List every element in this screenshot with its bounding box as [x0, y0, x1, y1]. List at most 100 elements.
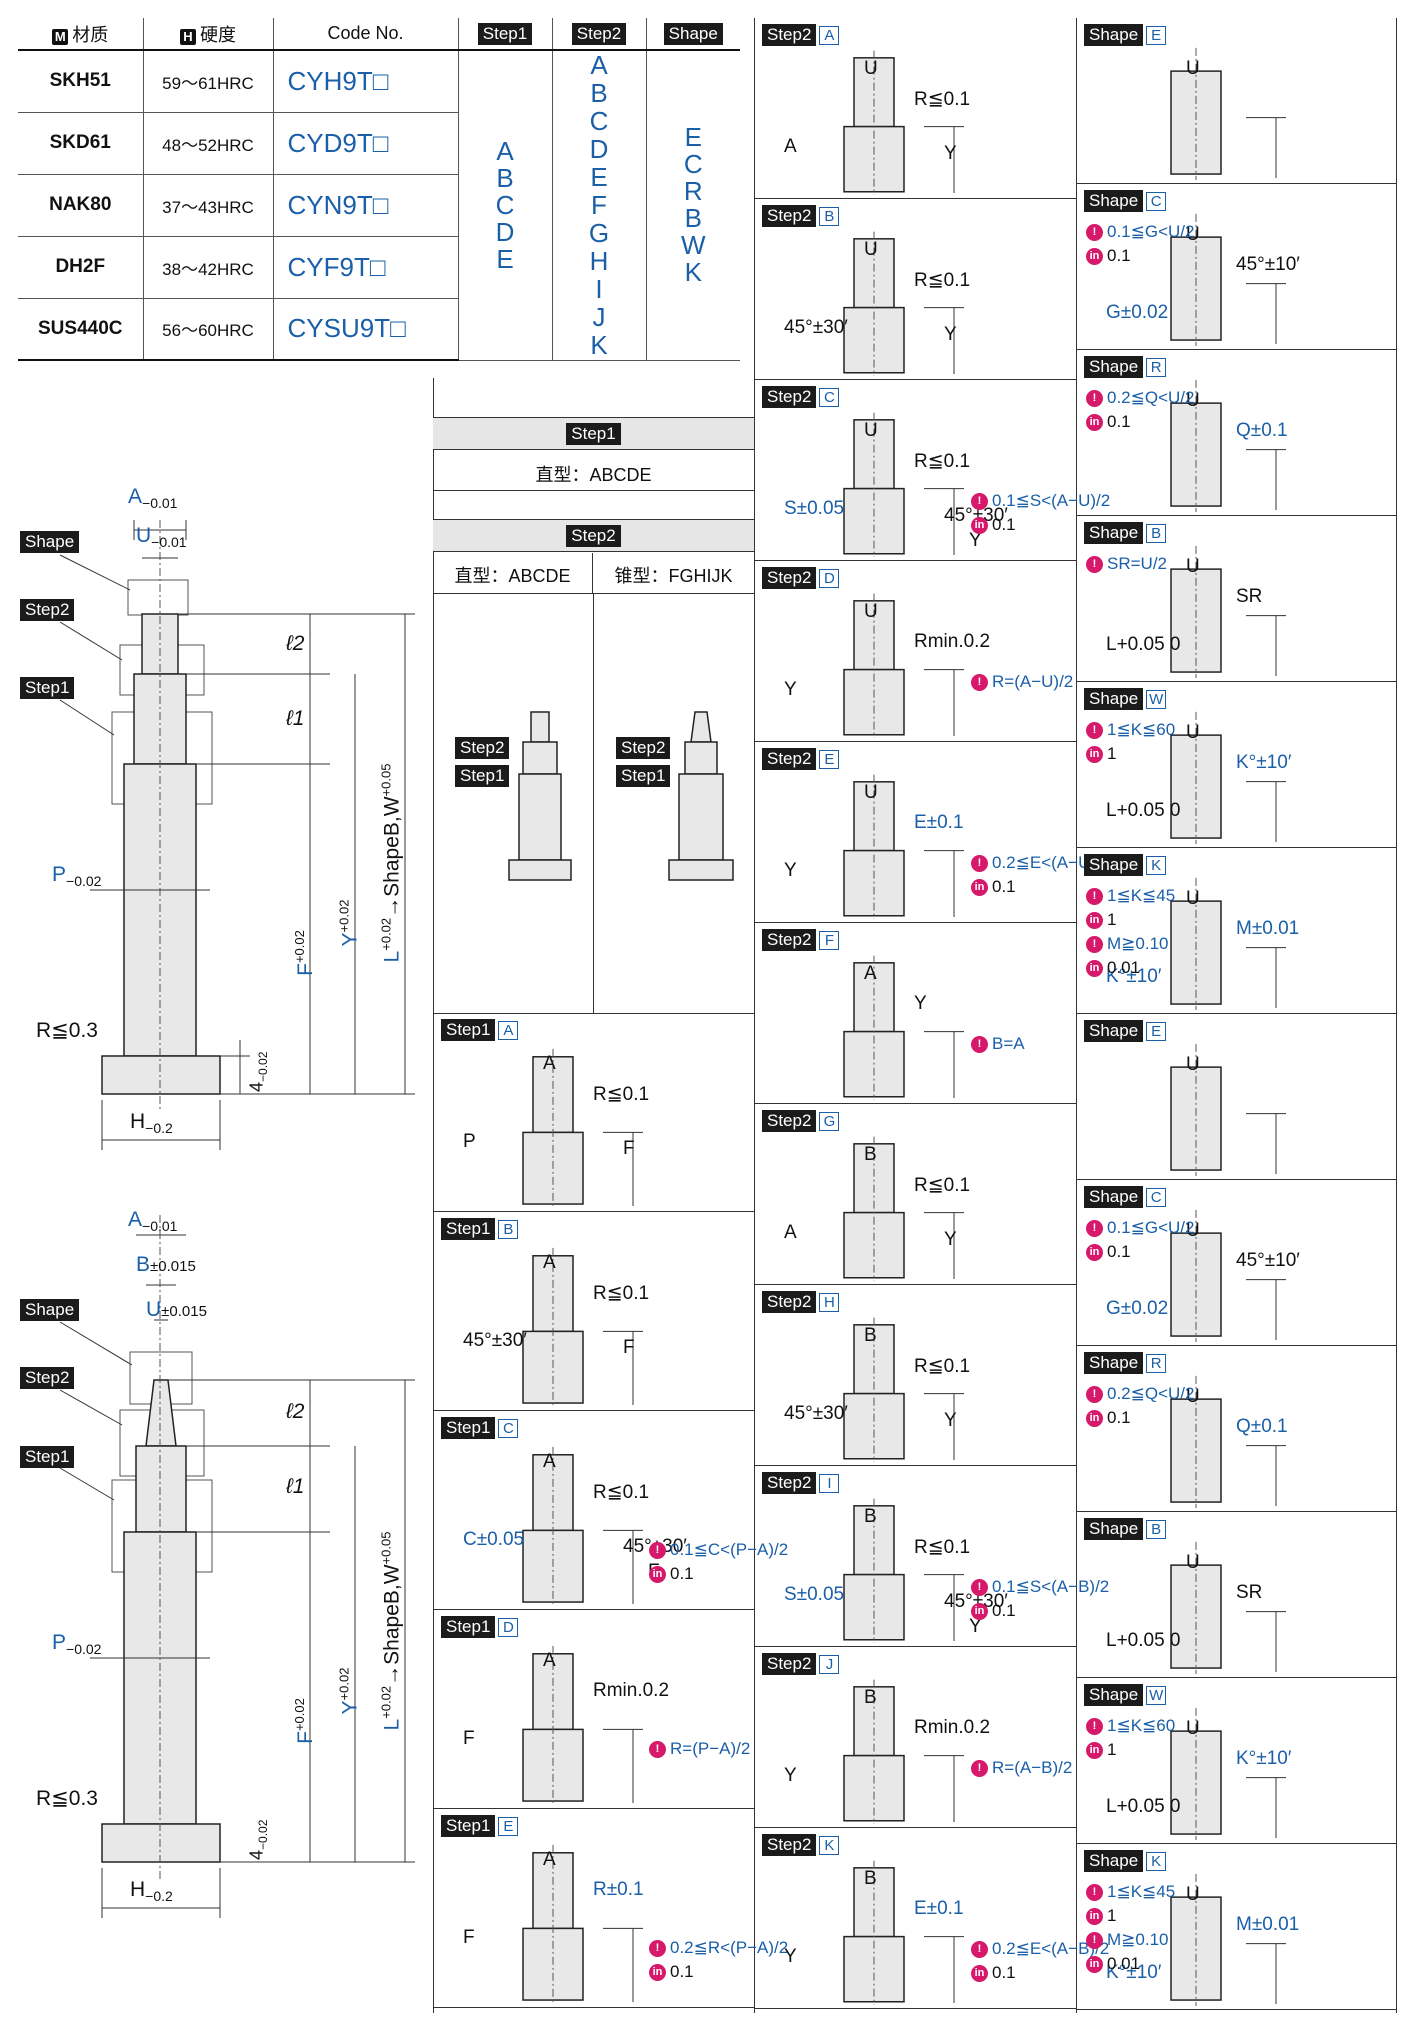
dim-U: U−0.01 [136, 524, 187, 551]
dim-P: P−0.02 [52, 863, 102, 890]
step2-diagram [843, 774, 964, 919]
legend-step2-header: Step2 [433, 519, 754, 552]
note: !0.1≦G<U/2 [1086, 1218, 1194, 1238]
dim-label: U [1186, 1884, 1200, 1905]
dim-label: 45°±30′ [463, 1330, 527, 1351]
divider [433, 490, 754, 491]
in-icon: in [1086, 1742, 1103, 1760]
in-icon: in [649, 1566, 666, 1584]
warning-icon: ! [1086, 888, 1103, 906]
dim-A: A−0.01 [128, 1208, 178, 1235]
dim-label: A [543, 1053, 556, 1074]
material-cell: SKH51 [18, 50, 144, 113]
warning-icon: ! [649, 1741, 666, 1759]
divider [754, 18, 755, 2013]
dim-A: A−0.01 [128, 485, 178, 512]
note: !1≦K≦45 [1086, 886, 1175, 906]
shape-diagram [1170, 1873, 1286, 2006]
dim-label: SR [1236, 1582, 1263, 1603]
legend-tag-step1: Step1 [455, 765, 510, 787]
dim-label: F [463, 1927, 475, 1948]
note: !M≧0.10 [1086, 1930, 1169, 1950]
step1-diagram [522, 1247, 643, 1407]
dim-label: Y [784, 860, 797, 881]
m-icon: M [52, 28, 69, 45]
dim-label: L+0.05 0 [1106, 1796, 1181, 1817]
dim-label: A [784, 136, 797, 157]
dim-label: Y [784, 1946, 797, 1967]
dim-label: R≦0.1 [914, 89, 971, 110]
divider [433, 1013, 754, 1014]
step1-diagram [522, 1446, 643, 1606]
in-icon: in [971, 1603, 988, 1621]
note: !0.2≦E<(A−B)/2 [971, 1939, 1109, 1959]
taper-pin-svg [59, 1215, 415, 1918]
dim-label: U [864, 239, 878, 260]
in-icon: in [1086, 1244, 1103, 1262]
in-icon: in [649, 1964, 666, 1982]
dim-label: U [1186, 1054, 1200, 1075]
step2-diagram [843, 1498, 964, 1643]
shape-diagram [1170, 47, 1286, 180]
warning-icon: ! [1086, 556, 1103, 574]
dim-label: K°±10′ [1236, 752, 1292, 773]
divider [1076, 18, 1077, 2013]
in-icon: in [1086, 1410, 1103, 1428]
dim-label: U [1186, 390, 1200, 411]
in-icon: in [971, 1965, 988, 1983]
shape-diagram [1170, 1707, 1286, 1840]
dim-R: R≦0.3 [36, 1787, 98, 1810]
dim-label: M±0.01 [1236, 1914, 1300, 1935]
warning-icon: ! [649, 1542, 666, 1560]
dim-label: A [543, 1849, 556, 1870]
dim-label: U [1186, 888, 1200, 909]
dim-label: E±0.1 [914, 812, 964, 833]
dim-label: U [1186, 722, 1200, 743]
dim-label: R≦0.1 [914, 451, 971, 472]
in-icon: in [971, 517, 988, 535]
note: !1≦K≦45 [1086, 1882, 1175, 1902]
header-shape: Shape [646, 18, 740, 51]
dim-label: L+0.05 0 [1106, 634, 1181, 655]
dim-H: H−0.2 [130, 1110, 173, 1137]
warning-icon: ! [971, 1036, 988, 1054]
legend-step1-text: 直型：ABCDE [535, 465, 652, 485]
tag-step1: Step1 [20, 677, 75, 699]
dim-label: E±0.1 [914, 1898, 964, 1919]
dim-F: F+0.02 [291, 1698, 317, 1744]
dim-U: U±0.015 [146, 1298, 207, 1321]
legend-step1-header: Step1 [433, 417, 754, 450]
dim-label: R≦0.1 [593, 1283, 650, 1304]
note: !SR=U/2 [1086, 554, 1167, 574]
note: !0.2≦Q<U/2 [1086, 388, 1194, 408]
header-step2: Step2 [552, 18, 647, 51]
note: !1≦K≦60 [1086, 720, 1175, 740]
note: !0.2≦E<(A−U)/2 [971, 853, 1110, 873]
warning-icon: ! [1086, 224, 1103, 242]
dim-label: U [1186, 1552, 1200, 1573]
dim-label: U [864, 601, 878, 622]
note: !0.1≦G<U/2 [1086, 222, 1194, 242]
